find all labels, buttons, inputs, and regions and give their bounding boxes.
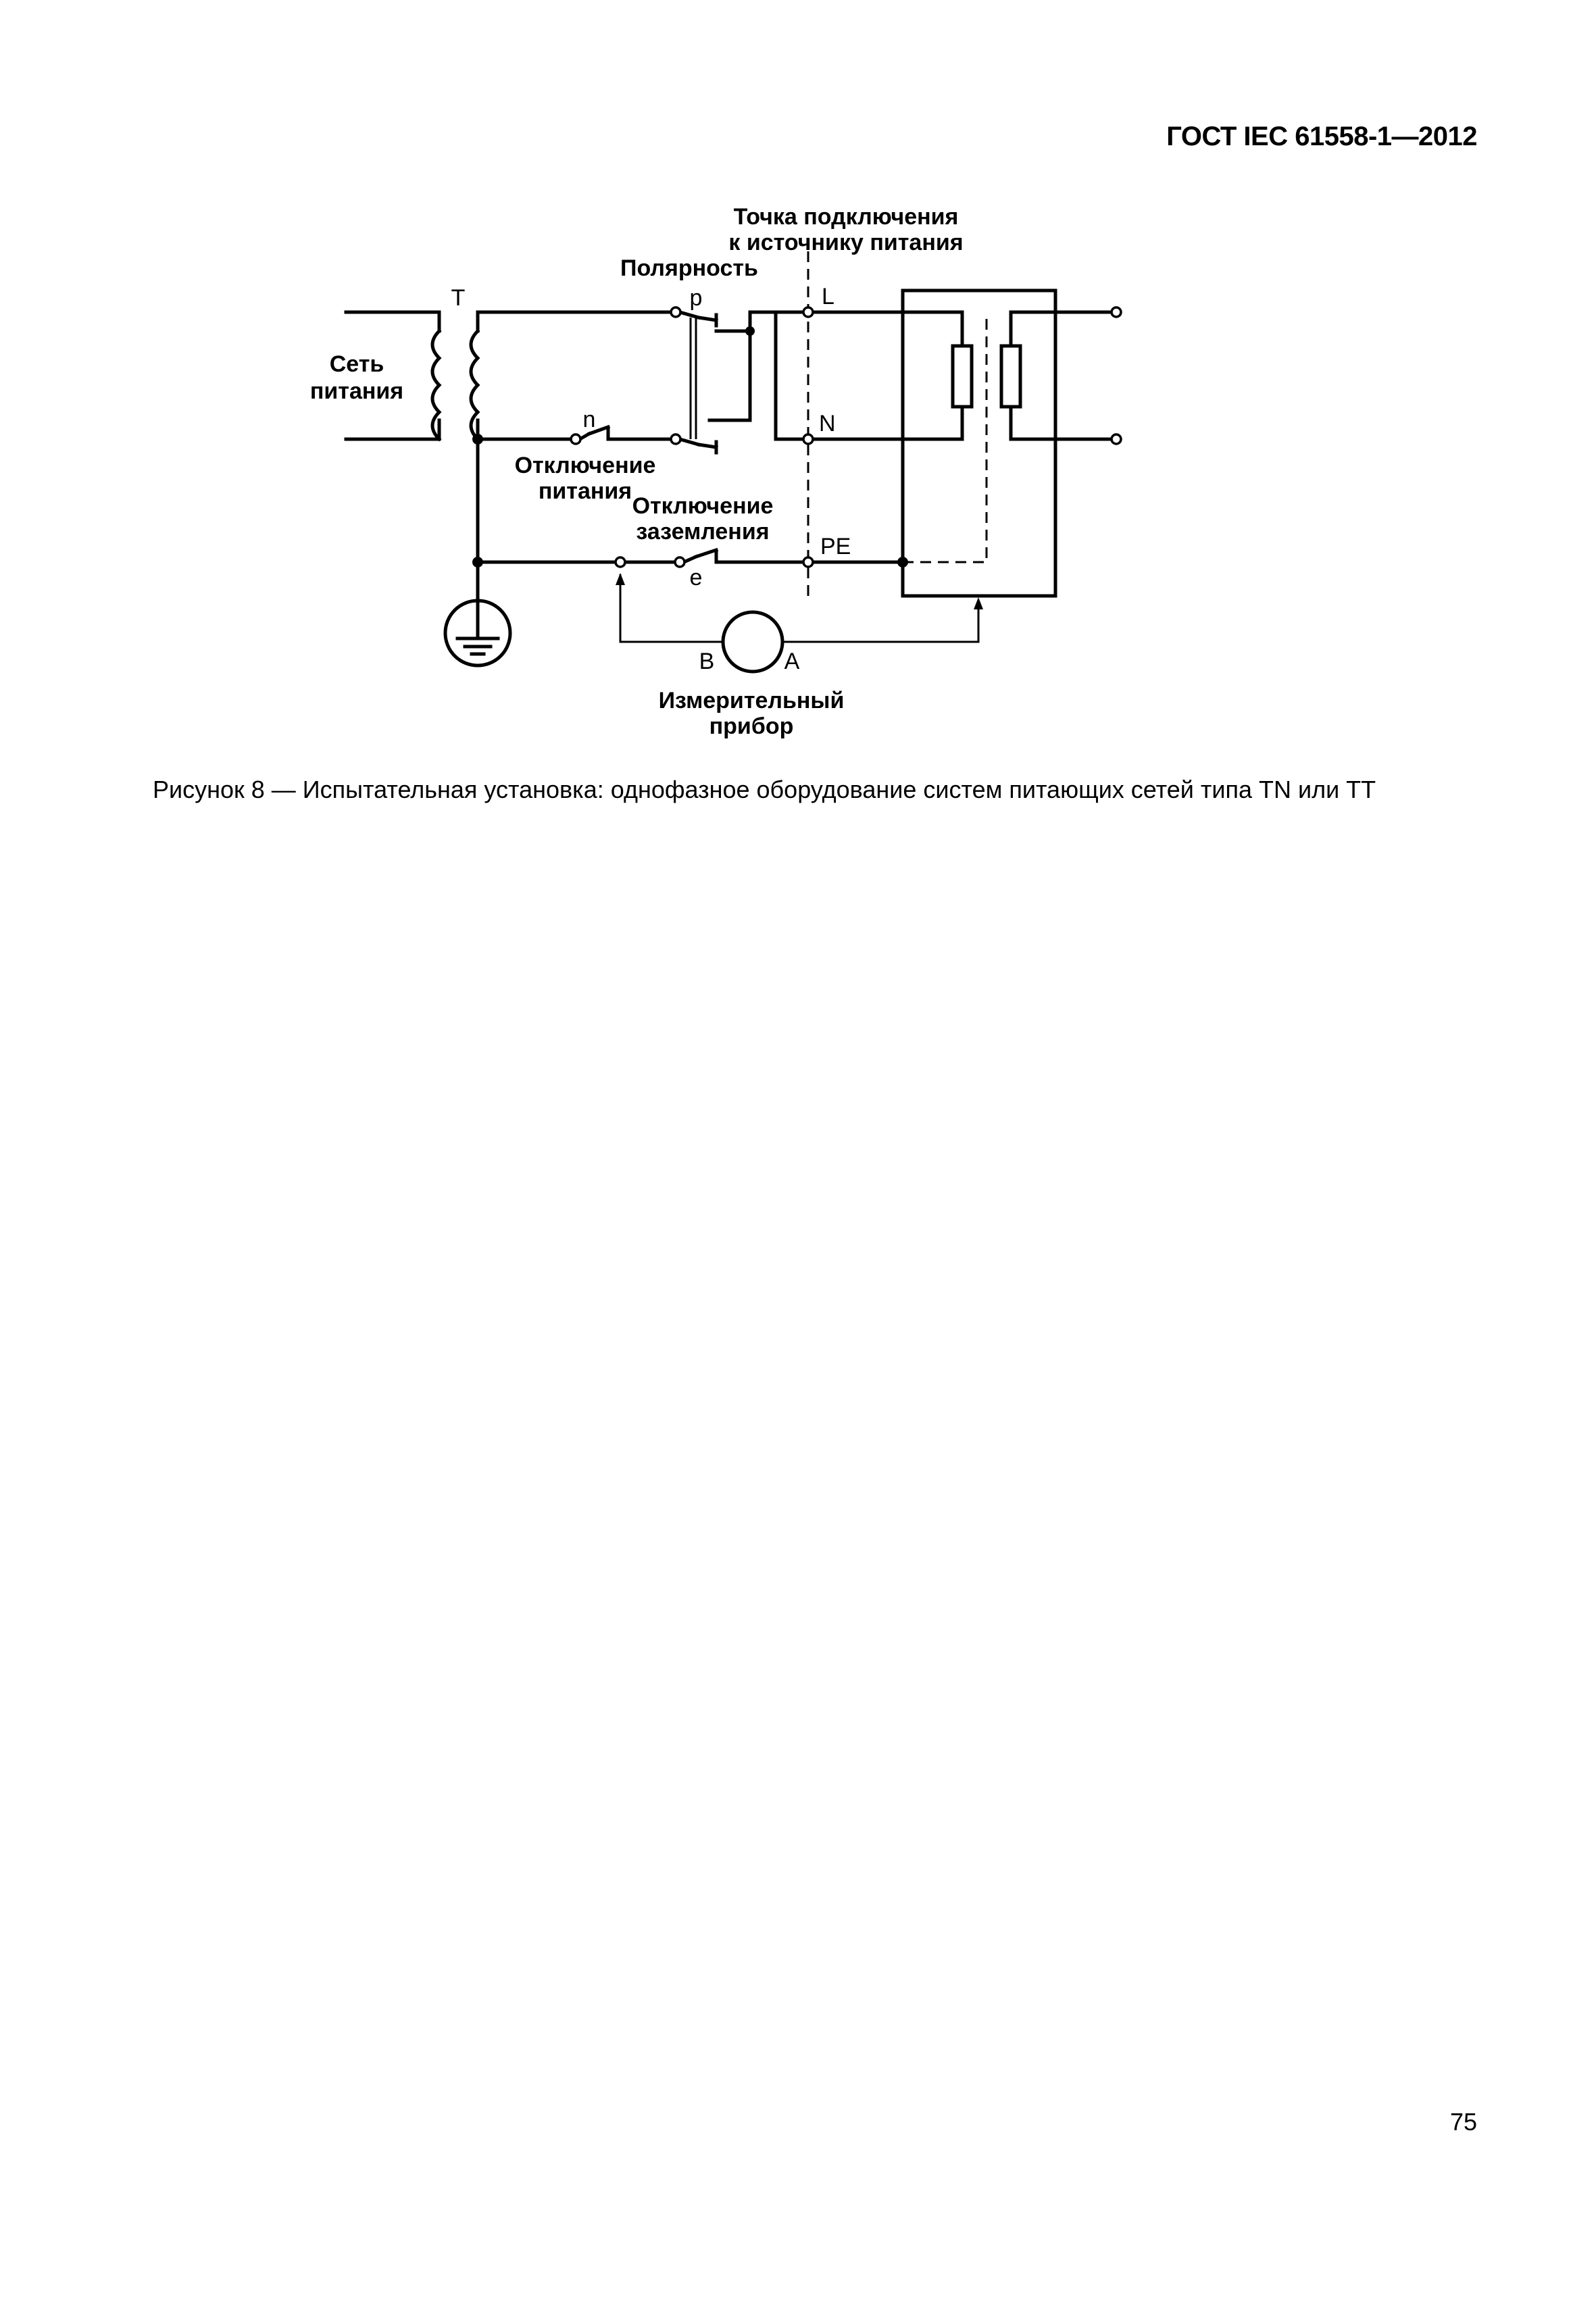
label-supply-disconnect-line2: питания — [539, 478, 632, 504]
earth-disconnect-switch — [622, 547, 905, 565]
supply-network-lines — [344, 310, 441, 441]
equipment-under-test — [901, 288, 1122, 598]
label-supply-network-line1: Сеть — [330, 351, 384, 377]
label-polarity: Полярность — [620, 255, 758, 281]
label-meter-line1: Измерительный — [659, 688, 845, 713]
earth-ground-symbol — [443, 599, 512, 668]
label-supply-disconnect-line1: Отключение — [515, 453, 656, 478]
label-terminal-pe: PE — [820, 534, 851, 559]
label-meter-line2: прибор — [709, 713, 794, 739]
label-switch-n: n — [583, 407, 596, 432]
polarity-switch — [677, 309, 806, 455]
label-switch-e: e — [690, 565, 703, 590]
terminals — [806, 310, 934, 564]
label-supply-network-line2: питания — [310, 378, 403, 404]
label-switch-p: p — [690, 285, 703, 311]
document-header-standard-id: ГОСТ IEC 61558-1—2012 — [1166, 122, 1477, 151]
earth-rail — [476, 437, 618, 603]
measuring-circuit — [616, 573, 983, 674]
label-transformer: T — [451, 285, 466, 311]
label-terminal-n: N — [819, 411, 836, 436]
label-connection-point-line1: Точка подключения — [734, 204, 959, 230]
label-meter-a: A — [784, 649, 800, 674]
label-earth-disconnect-line2: заземления — [636, 519, 769, 545]
label-terminal-l: L — [822, 284, 834, 309]
label-connection-point-line2: к источнику питания — [728, 230, 963, 255]
test-circuit-diagram: Точка подключения к источнику питания По… — [310, 204, 1122, 739]
label-earth-disconnect-line1: Отключение — [632, 493, 774, 519]
figure-caption: Рисунок 8 — Испытательная установка: одн… — [153, 776, 1376, 803]
page-number: 75 — [1449, 2108, 1477, 2136]
junctions — [472, 306, 908, 568]
transformer-symbol — [430, 310, 480, 442]
label-meter-b: B — [699, 649, 715, 674]
